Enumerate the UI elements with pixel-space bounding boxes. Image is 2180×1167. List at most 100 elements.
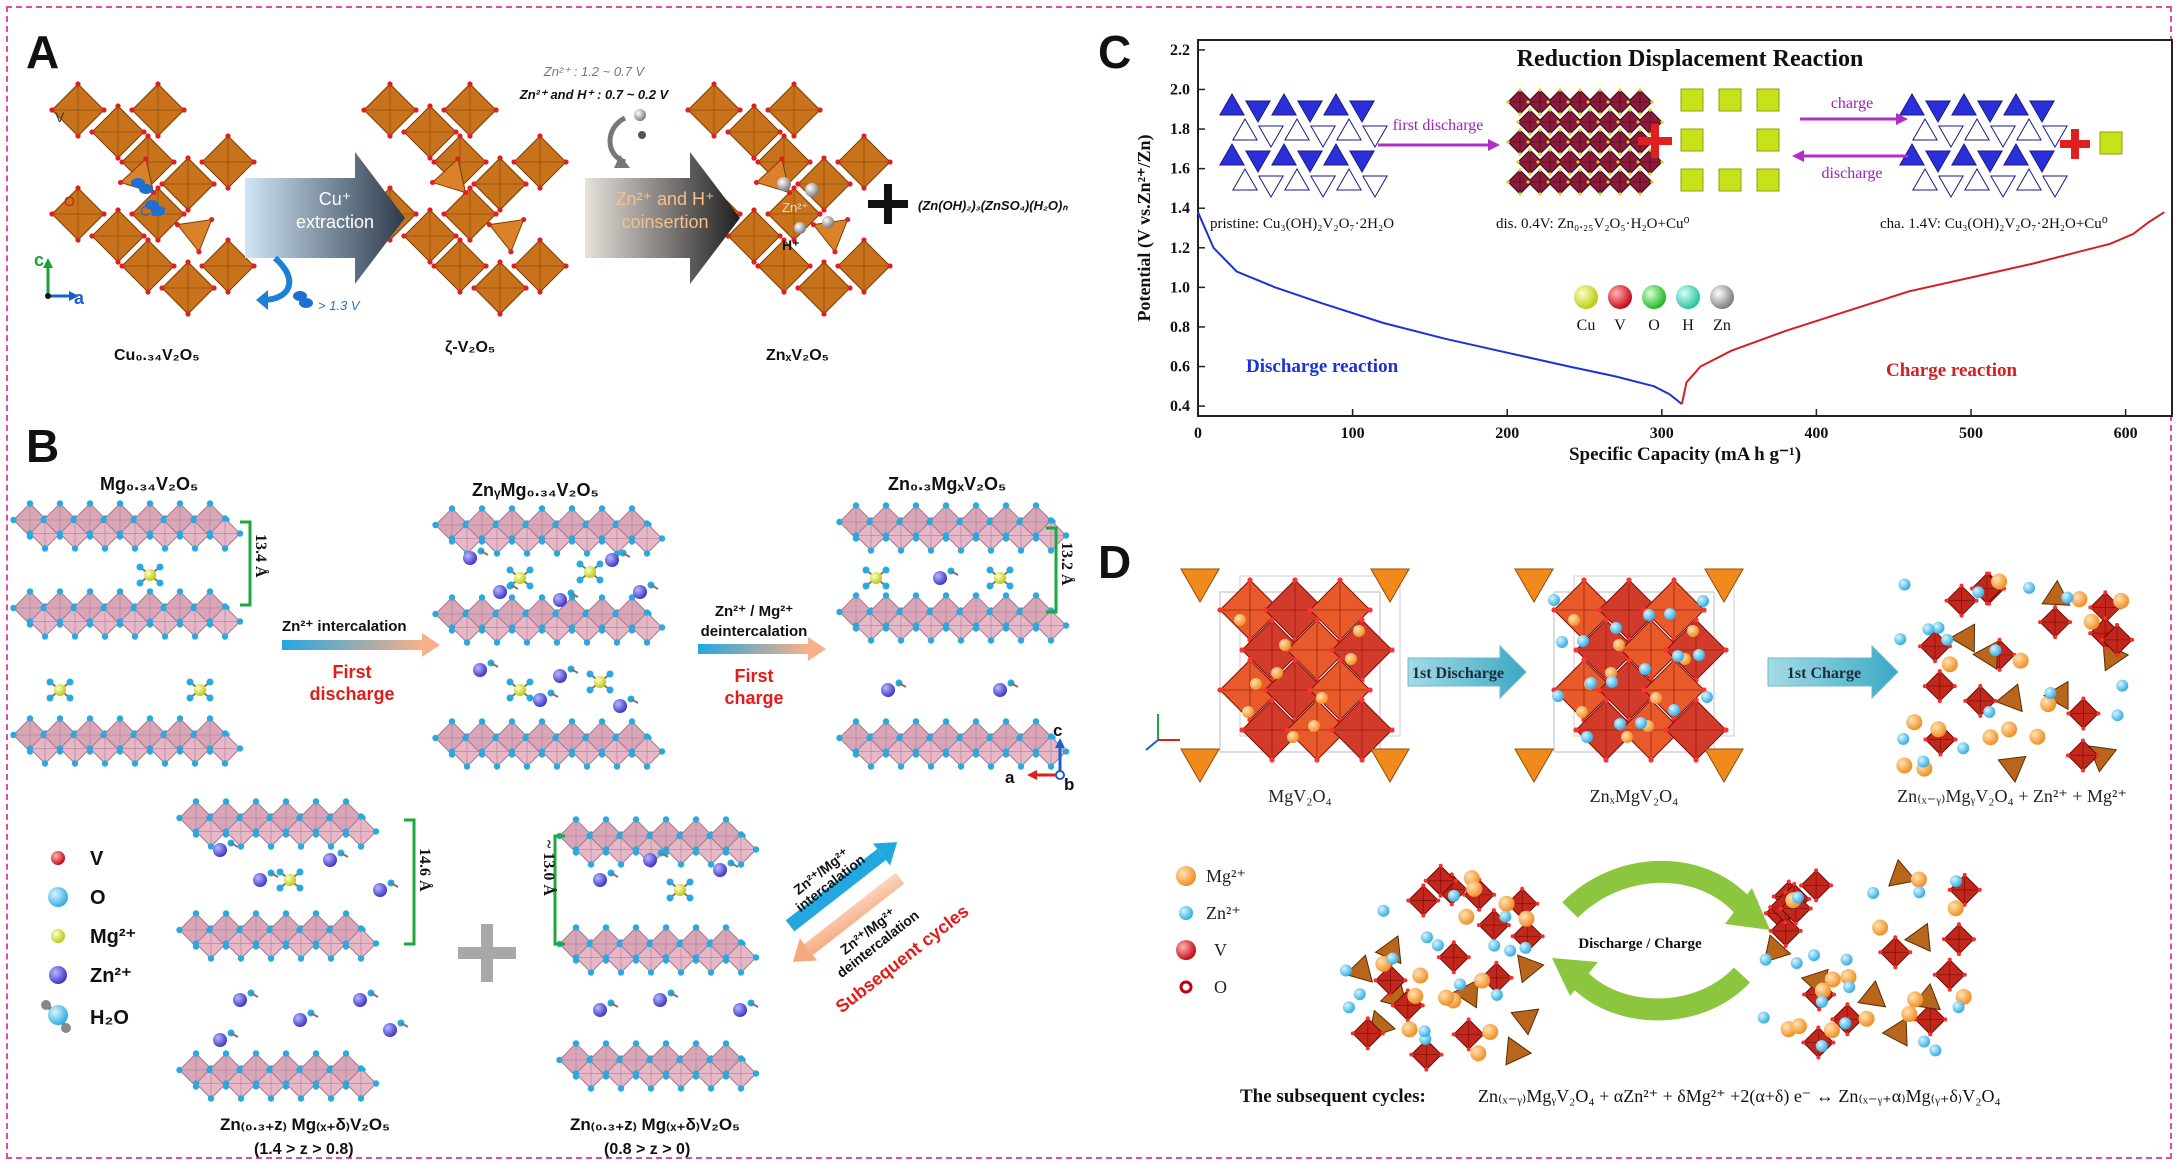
oxygen-atom (1598, 88, 1602, 92)
tetrahedron (1510, 1008, 1540, 1036)
oxygen-atom (56, 588, 64, 595)
oxygen-atom (432, 521, 439, 529)
oxygen-atom (821, 155, 827, 161)
oxygen-atom (553, 639, 561, 646)
oxygen-atom (511, 263, 517, 269)
spacing-146: 14.6 Å (416, 848, 434, 892)
y-tick-label: 2.2 (1170, 42, 1190, 59)
oxygen-atom (1603, 697, 1609, 703)
oxygen-atom (912, 592, 920, 599)
mg-ion (1907, 991, 1924, 1008)
oxygen-atom (176, 618, 184, 625)
oxygen-atom (401, 129, 407, 135)
disordered-cycle-right (1757, 858, 1982, 1060)
tetrahedron (1995, 683, 2023, 713)
oxygen-atom (646, 832, 653, 840)
oxygen-atom (1538, 112, 1542, 116)
oxygen-atom (628, 718, 636, 725)
oxygen-atom (791, 81, 797, 87)
oxygen-atom (1783, 920, 1788, 925)
oxygen-atom (146, 715, 154, 722)
oxygen-atom (523, 550, 531, 557)
oxygen-atom (1518, 88, 1522, 92)
oxygen-atom (707, 969, 715, 976)
zn-ion (473, 663, 487, 677)
oxygen-atom (612, 610, 619, 618)
oxygen-atom (448, 748, 456, 755)
axis-b-b: b (1064, 775, 1074, 794)
tetrahedron (1362, 125, 1388, 148)
oxygen-atom (896, 734, 903, 742)
oxygen-atom (1421, 883, 1426, 888)
cu-cube (1680, 128, 1704, 152)
oxygen-atom (462, 734, 469, 742)
oxygen-atom (1247, 657, 1253, 663)
oxygen-atom (586, 1056, 593, 1064)
legend-cu-c: Cu (1577, 317, 1596, 334)
zn-ion (1488, 939, 1501, 952)
spacing-132: 13.2 Å (1058, 542, 1076, 586)
mg-ion (1316, 692, 1328, 704)
oxygen-atom (483, 263, 489, 269)
oxygen-atom (1959, 613, 1964, 618)
oxygen-atom (867, 763, 875, 770)
oxygen-atom (1893, 965, 1898, 970)
oxygen-atom (587, 1085, 595, 1092)
oxygen-atom (835, 159, 841, 165)
oxygen-atom (1771, 894, 1776, 899)
oxygen-atom (896, 518, 903, 526)
oxygen-atom (926, 518, 933, 526)
x-tick-label: 500 (1959, 425, 1983, 442)
oxygen-atom (986, 608, 993, 616)
oxygen-atom (1365, 1046, 1370, 1051)
oxygen-atom (1974, 598, 1979, 603)
zn-ion (1941, 633, 1954, 646)
oxygen-atom (662, 954, 670, 961)
oxygen-atom (327, 843, 335, 850)
oxygen-atom (972, 592, 980, 599)
oxygen-atom (765, 211, 771, 217)
oxygen-atom (1453, 878, 1458, 883)
panel-a-letter: A (26, 26, 59, 78)
oxygen-atom (252, 828, 260, 835)
equation-body: Zn₍ₓ₋ᵧ₎MgᵧV₂O₄ + αZn²⁺ + δMg²⁺ +2(α+δ) e… (1478, 1086, 2001, 1107)
oxygen-atom (1556, 160, 1560, 164)
oxygen-atom (1047, 547, 1055, 554)
oxygen-atom (86, 618, 94, 625)
oxygen-atom (26, 530, 34, 537)
oxygen-atom (1628, 108, 1632, 112)
oxygen-atom (628, 748, 636, 755)
oxygen-atom (190, 604, 197, 612)
label-zeta-v2o5: ζ-V₂O₅ (445, 339, 495, 356)
mg-ion (1401, 1021, 1418, 1038)
oxygen-atom (1650, 180, 1654, 184)
oxygen-atom (912, 748, 920, 755)
oxygen-atom (1962, 902, 1967, 907)
oxygen-atom (1388, 993, 1393, 998)
oxygen-atom (1506, 140, 1510, 144)
mg-ion (1930, 721, 1947, 738)
mg-ion (1790, 1018, 1807, 1035)
oxygen-atom (1538, 128, 1542, 132)
oxygen-atom (1528, 132, 1532, 136)
oxygen-atom (312, 1050, 320, 1057)
oxygen-atom (427, 207, 433, 213)
oxygen-atom (236, 926, 243, 934)
zn-ion (643, 853, 657, 867)
oxygen-atom (867, 637, 875, 644)
oxygen-atom (1528, 108, 1532, 112)
oxygen-atom (1616, 120, 1620, 124)
tetrahedron (1949, 623, 1976, 653)
oxygen-atom (1962, 972, 1967, 977)
zn-ion (1610, 622, 1622, 634)
zn-ion (1431, 939, 1444, 952)
tetrahedron (1245, 150, 1271, 173)
zn-ion (1490, 988, 1503, 1001)
oxygen-atom (453, 233, 459, 239)
mg-ion (1982, 729, 1999, 746)
oxygen-atom (413, 211, 419, 217)
mg-ion (1271, 667, 1283, 679)
zn-ion (1353, 988, 1366, 1001)
oxygen-atom (707, 1085, 715, 1092)
oxygen-atom (225, 237, 231, 243)
